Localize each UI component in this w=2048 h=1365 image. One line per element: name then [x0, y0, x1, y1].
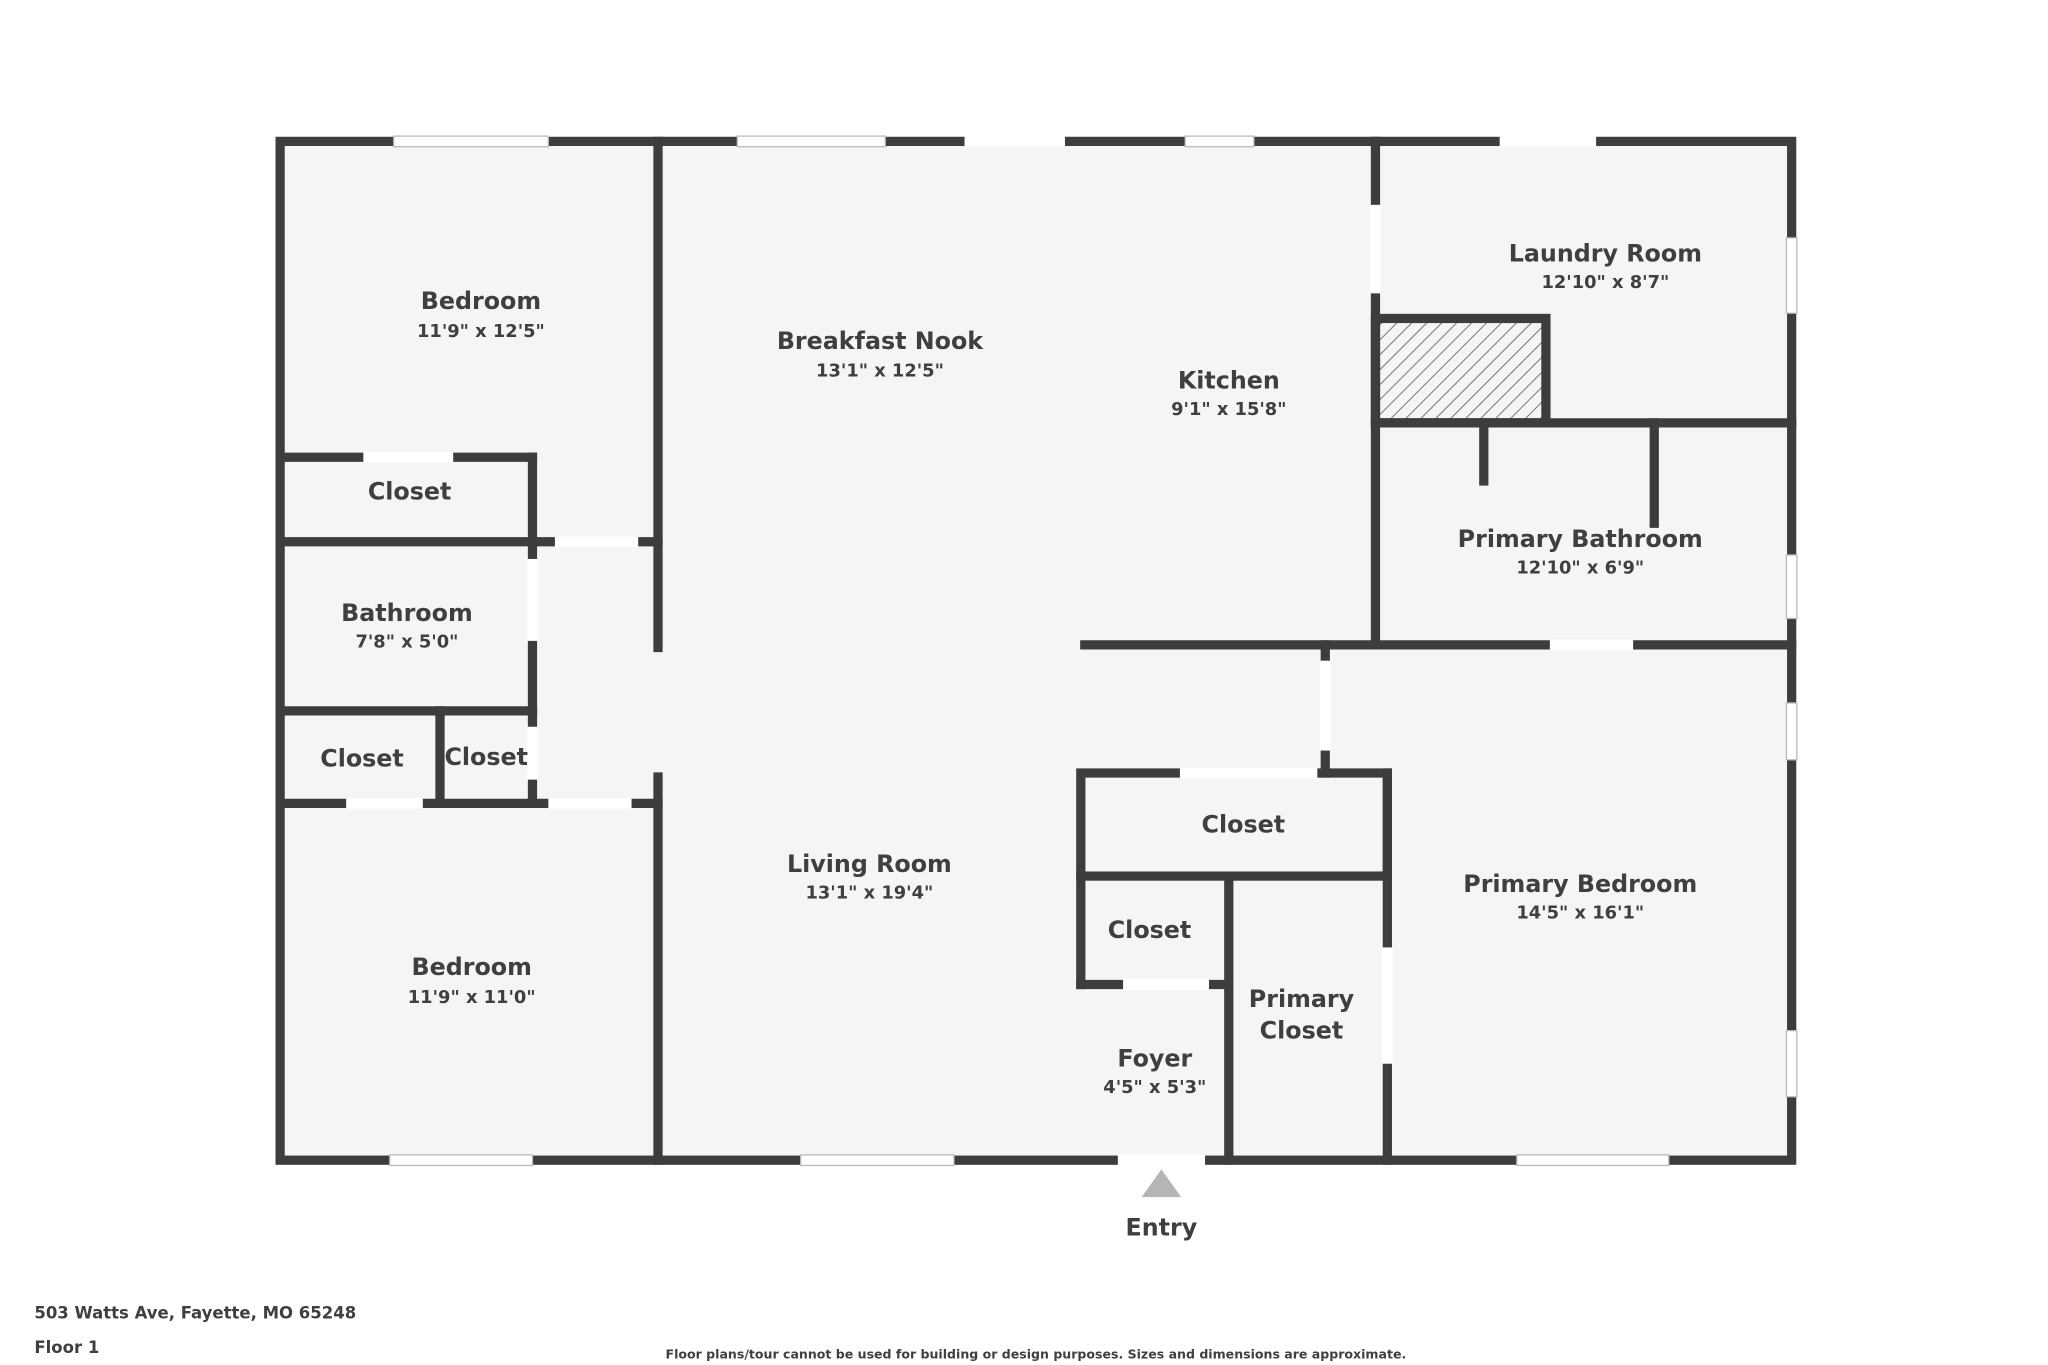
- disclaimer: Floor plans/tour cannot be used for buil…: [666, 1346, 1407, 1361]
- bedroom1-name: Bedroom: [421, 287, 541, 315]
- breakfast-name: Breakfast Nook: [777, 327, 984, 355]
- foyer-dims: 4'5" x 5'3": [1103, 1077, 1206, 1098]
- closet3-name: Closet: [444, 743, 528, 771]
- primary-closet-name-line2: Closet: [1260, 1017, 1344, 1045]
- closet1-name: Closet: [368, 477, 452, 505]
- entry-label: Entry: [1126, 1214, 1198, 1242]
- living-name: Living Room: [787, 850, 952, 878]
- floor-label: Floor 1: [34, 1338, 99, 1357]
- primary-bath-name: Primary Bathroom: [1458, 525, 1703, 553]
- laundry-dims: 12'10" x 8'7": [1541, 272, 1669, 293]
- closet4-name: Closet: [1202, 810, 1286, 838]
- entry-arrow-icon: [1141, 1169, 1182, 1198]
- foyer-name: Foyer: [1117, 1044, 1192, 1072]
- bathroom-dims: 7'8" x 5'0": [355, 631, 458, 652]
- bathroom-name: Bathroom: [341, 599, 473, 627]
- chase-hatched: [1375, 318, 1546, 423]
- bedroom1-dims: 11'9" x 12'5": [417, 321, 545, 342]
- address: 503 Watts Ave, Fayette, MO 65248: [34, 1304, 356, 1323]
- living-dims: 13'1" x 19'4": [805, 883, 933, 904]
- primary-bed-name: Primary Bedroom: [1463, 870, 1697, 898]
- laundry-name: Laundry Room: [1509, 240, 1702, 268]
- primary-bath-dims: 12'10" x 6'9": [1516, 557, 1644, 578]
- bedroom2-dims: 11'9" x 11'0": [408, 987, 536, 1008]
- bedroom2-name: Bedroom: [412, 953, 532, 981]
- breakfast-dims: 13'1" x 12'5": [816, 361, 944, 382]
- closet5-name: Closet: [1108, 916, 1192, 944]
- kitchen-dims: 9'1" x 15'8": [1171, 399, 1286, 420]
- primary-closet-name-line1: Primary: [1249, 985, 1355, 1013]
- closet2-name: Closet: [320, 744, 404, 772]
- kitchen-name: Kitchen: [1178, 366, 1280, 394]
- openings: [346, 135, 1798, 1167]
- primary-bed-dims: 14'5" x 16'1": [1516, 902, 1644, 923]
